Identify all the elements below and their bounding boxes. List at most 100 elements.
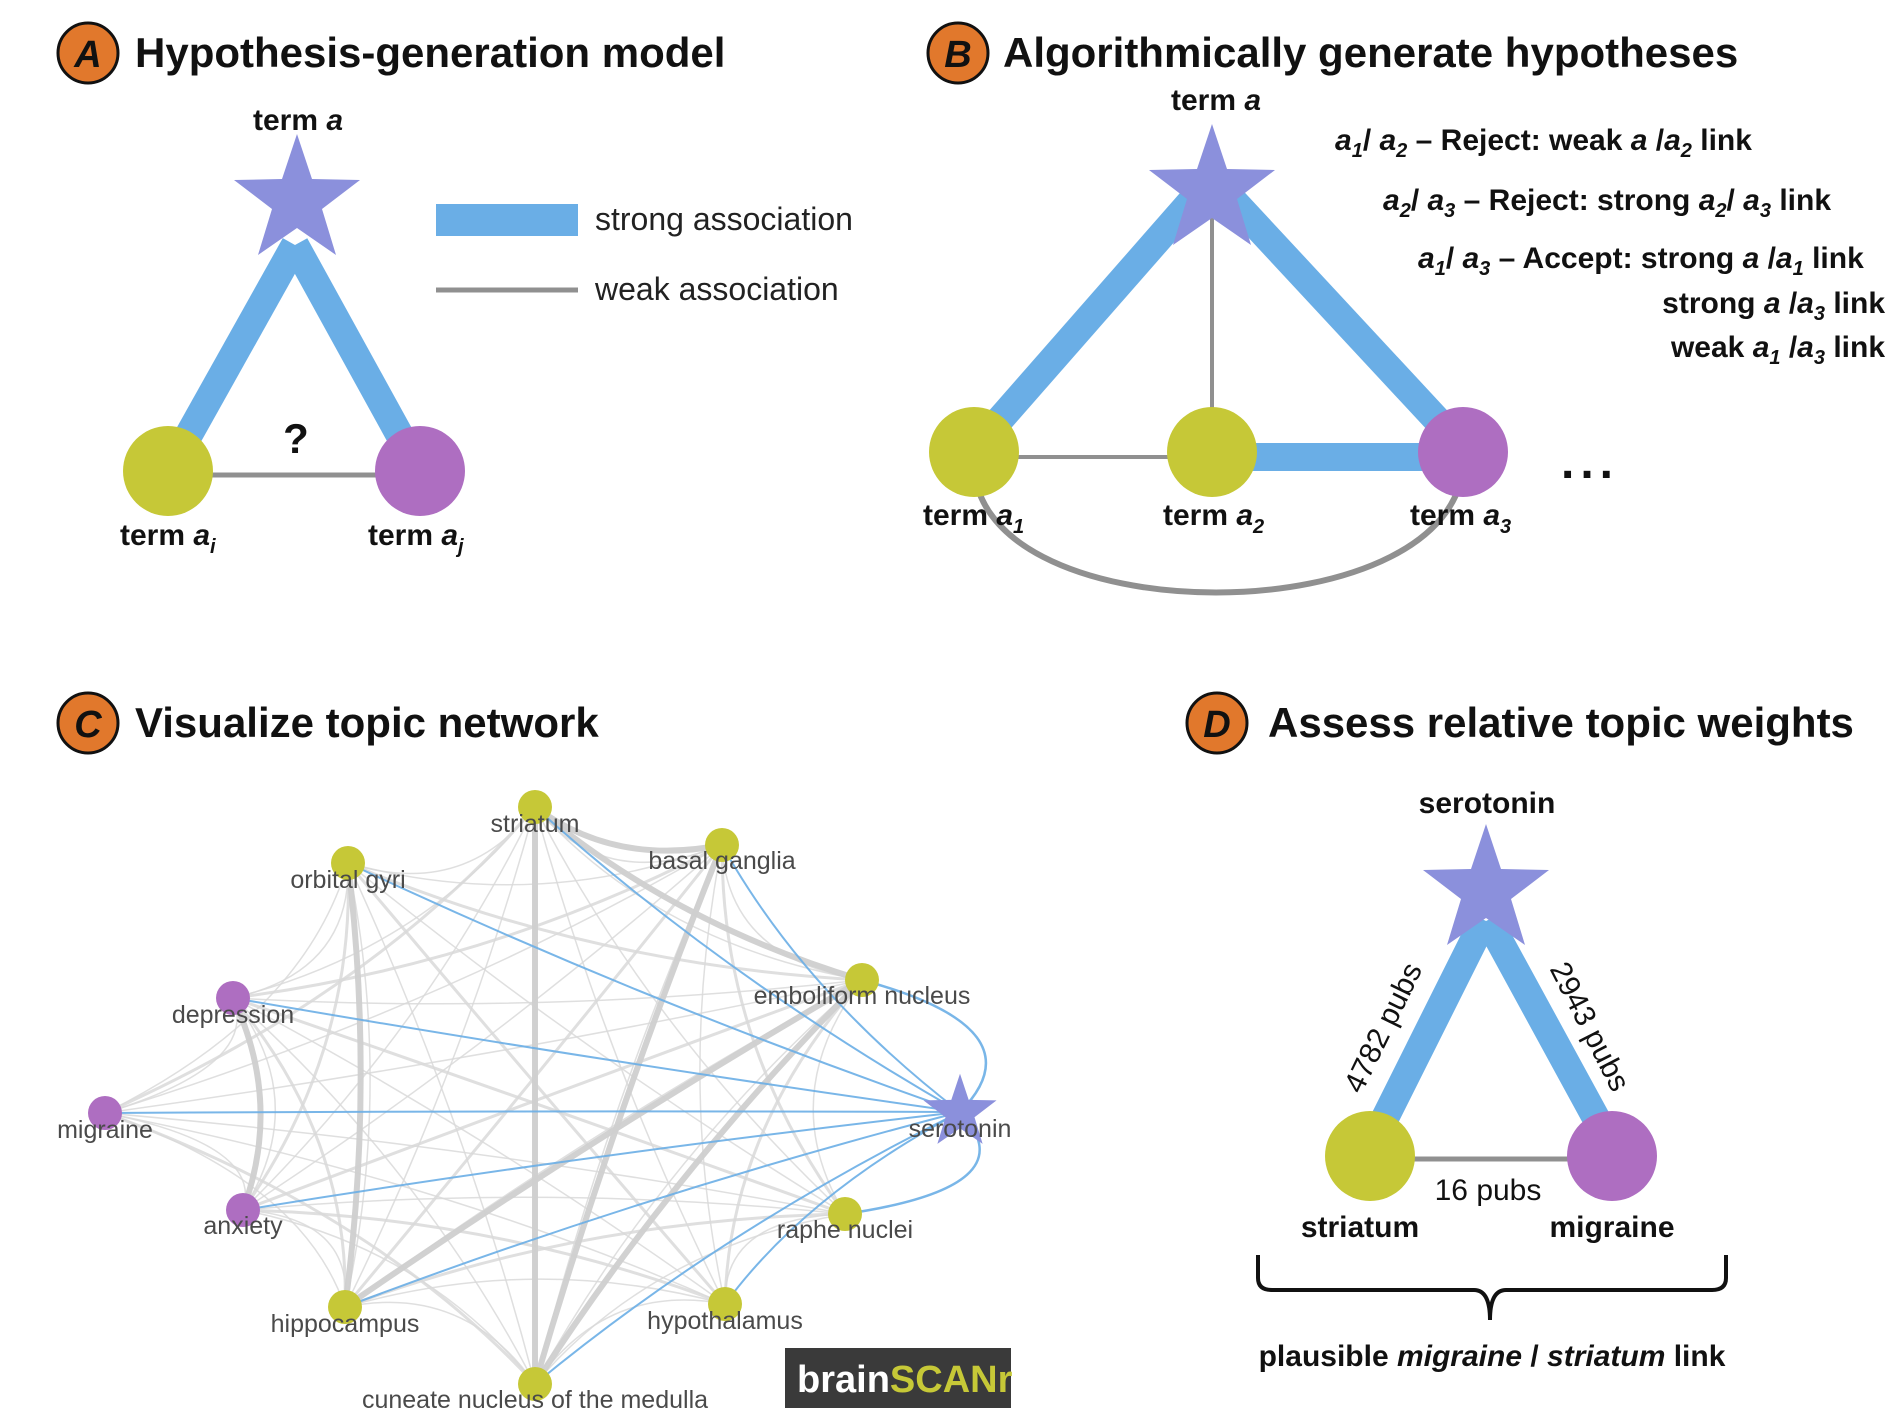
- network-edge-weak: [232, 862, 349, 999]
- term-a-label-b: term a: [1171, 84, 1261, 117]
- term-ai-label: term ai: [120, 519, 216, 558]
- panel-c-badge: C: [56, 691, 120, 755]
- network-edge-serotonin: [861, 978, 988, 1113]
- unknown-link-mark: ?: [283, 415, 309, 462]
- panel-a-badge: A: [56, 21, 120, 85]
- network-edge-strong-gray: [343, 977, 864, 1310]
- network-label-anxiety: anxiety: [203, 1212, 283, 1240]
- network-edge-weak: [231, 997, 347, 1308]
- network-edge-weak: [534, 979, 863, 1385]
- striatum-node: [1325, 1111, 1415, 1201]
- network-edge-weak: [232, 997, 726, 1305]
- serotonin-label: serotonin: [1419, 787, 1556, 820]
- network-edge-weak: [344, 1301, 536, 1385]
- network-edge-weak: [104, 1112, 346, 1308]
- legend-weak-label: weak association: [594, 271, 839, 307]
- network-edge-strong-gray: [230, 996, 264, 1212]
- network-edge-weak: [242, 844, 723, 1211]
- term-a1-node: [929, 407, 1019, 497]
- weak-link-a1-a3: [971, 449, 1467, 596]
- panel-a-title: Hypothesis-generation model: [135, 29, 725, 76]
- network-edge-serotonin: [534, 806, 961, 1113]
- network-label-depression: depression: [172, 1001, 294, 1029]
- strong-link-a-a3: [1203, 170, 1474, 458]
- more-terms-ellipsis: ...: [1561, 436, 1619, 489]
- rule-a1-a3: a1/ a3 – Accept: strong a /a1 link: [1418, 242, 1864, 280]
- panel-c-letter: C: [74, 704, 102, 746]
- network-node-basal: [705, 828, 739, 862]
- network-edge-serotonin: [724, 1111, 961, 1305]
- panel-c: C Visualize topic network striatumbasal …: [56, 691, 1013, 1414]
- network-edge-weak: [241, 862, 350, 1211]
- network-node-orbital: [331, 846, 365, 880]
- network-edge-weak: [812, 979, 863, 1215]
- panel-d: D Assess relative topic weights serotoni…: [1185, 691, 1854, 1373]
- network-edge-weak: [104, 1111, 537, 1386]
- network-node-striatum: [518, 790, 552, 824]
- network-edge-weak: [232, 979, 863, 1005]
- network-edge-strong-gray: [342, 862, 364, 1308]
- network-edge-weak: [347, 861, 863, 982]
- pubs-striatum-migraine: 16 pubs: [1435, 1174, 1542, 1207]
- strong-link-a-a1: [964, 170, 1221, 458]
- panel-b-letter: B: [944, 34, 971, 76]
- network-label-cuneate: cuneate nucleus of the medulla: [362, 1386, 708, 1414]
- network-nodes: [88, 790, 997, 1401]
- network-edge-weak: [534, 806, 846, 1215]
- term-a3-node: [1418, 407, 1508, 497]
- network-edge-strong-gray: [532, 843, 725, 1385]
- network-edge-weak: [104, 862, 349, 1114]
- network-edge-serotonin: [347, 862, 961, 1113]
- network-edge-weak: [104, 1112, 846, 1215]
- network-edge-weak: [232, 997, 276, 1211]
- rule-a2-a3: a2/ a3 – Reject: strong a2/ a3 link: [1383, 184, 1831, 222]
- network-edge-weak: [104, 806, 537, 1115]
- network-edge-weak: [720, 844, 847, 1215]
- term-a2-label: term a2: [1163, 499, 1264, 538]
- network-edge-weak: [104, 979, 863, 1114]
- network-edge-weak: [232, 996, 846, 1216]
- strong-link-serotonin-migraine: [1475, 913, 1621, 1147]
- brainscanr-logo: brainSCANr: [785, 1348, 1013, 1408]
- network-edge-weak: [242, 806, 536, 1211]
- network-edges: [104, 804, 988, 1386]
- strong-link-serotonin-striatum: [1361, 913, 1497, 1147]
- network-edge-weak: [344, 806, 536, 1308]
- rule-a1-a3-weak-a1-a3: weak a1 /a3 link: [1670, 331, 1885, 369]
- conclusion-brace: [1256, 1255, 1728, 1321]
- network-node-hippocampus: [328, 1290, 362, 1324]
- panel-a-letter: A: [73, 34, 101, 76]
- panel-c-title: Visualize topic network: [135, 699, 599, 746]
- network-edge-serotonin: [104, 1110, 961, 1114]
- term-a1-label: term a1: [923, 499, 1024, 538]
- network-edge-weak: [104, 1112, 726, 1305]
- network-node-hypothalamus: [708, 1287, 742, 1321]
- conclusion-text: plausible migraine / striatum link: [1259, 1340, 1726, 1373]
- network-edge-weak: [347, 862, 846, 1215]
- term-a-label: term a: [253, 104, 343, 137]
- network-edge-weak: [242, 1196, 846, 1215]
- network-edge-serotonin: [344, 1111, 961, 1308]
- network-edge-serotonin: [534, 1111, 961, 1385]
- migraine-node: [1567, 1111, 1657, 1201]
- network-edge-weak: [347, 862, 536, 1385]
- network-label-striatum: striatum: [491, 810, 580, 838]
- network-node-migraine: [88, 1096, 122, 1130]
- term-ai-node: [123, 426, 213, 516]
- panel-b-badge: B: [926, 21, 990, 85]
- network-label-orbital: orbital gyri: [290, 866, 405, 894]
- network-node-raphe: [828, 1197, 862, 1231]
- migraine-label: migraine: [1549, 1211, 1674, 1244]
- network-label-emboliform: emboliform nucleus: [754, 982, 971, 1010]
- panel-d-letter: D: [1203, 704, 1230, 746]
- network-edge-serotonin: [232, 997, 961, 1113]
- striatum-label: striatum: [1301, 1211, 1419, 1244]
- panel-d-title: Assess relative topic weights: [1268, 699, 1854, 746]
- panel-b-title: Algorithmically generate hypotheses: [1003, 29, 1738, 76]
- network-edge-weak: [242, 978, 863, 1212]
- rule-a1-a3-strong-a-a3: strong a /a3 link: [1662, 287, 1885, 325]
- network-label-serotonin: serotonin: [909, 1115, 1012, 1143]
- network-edge-weak: [104, 844, 723, 1114]
- network-edge-strong-gray: [533, 804, 863, 983]
